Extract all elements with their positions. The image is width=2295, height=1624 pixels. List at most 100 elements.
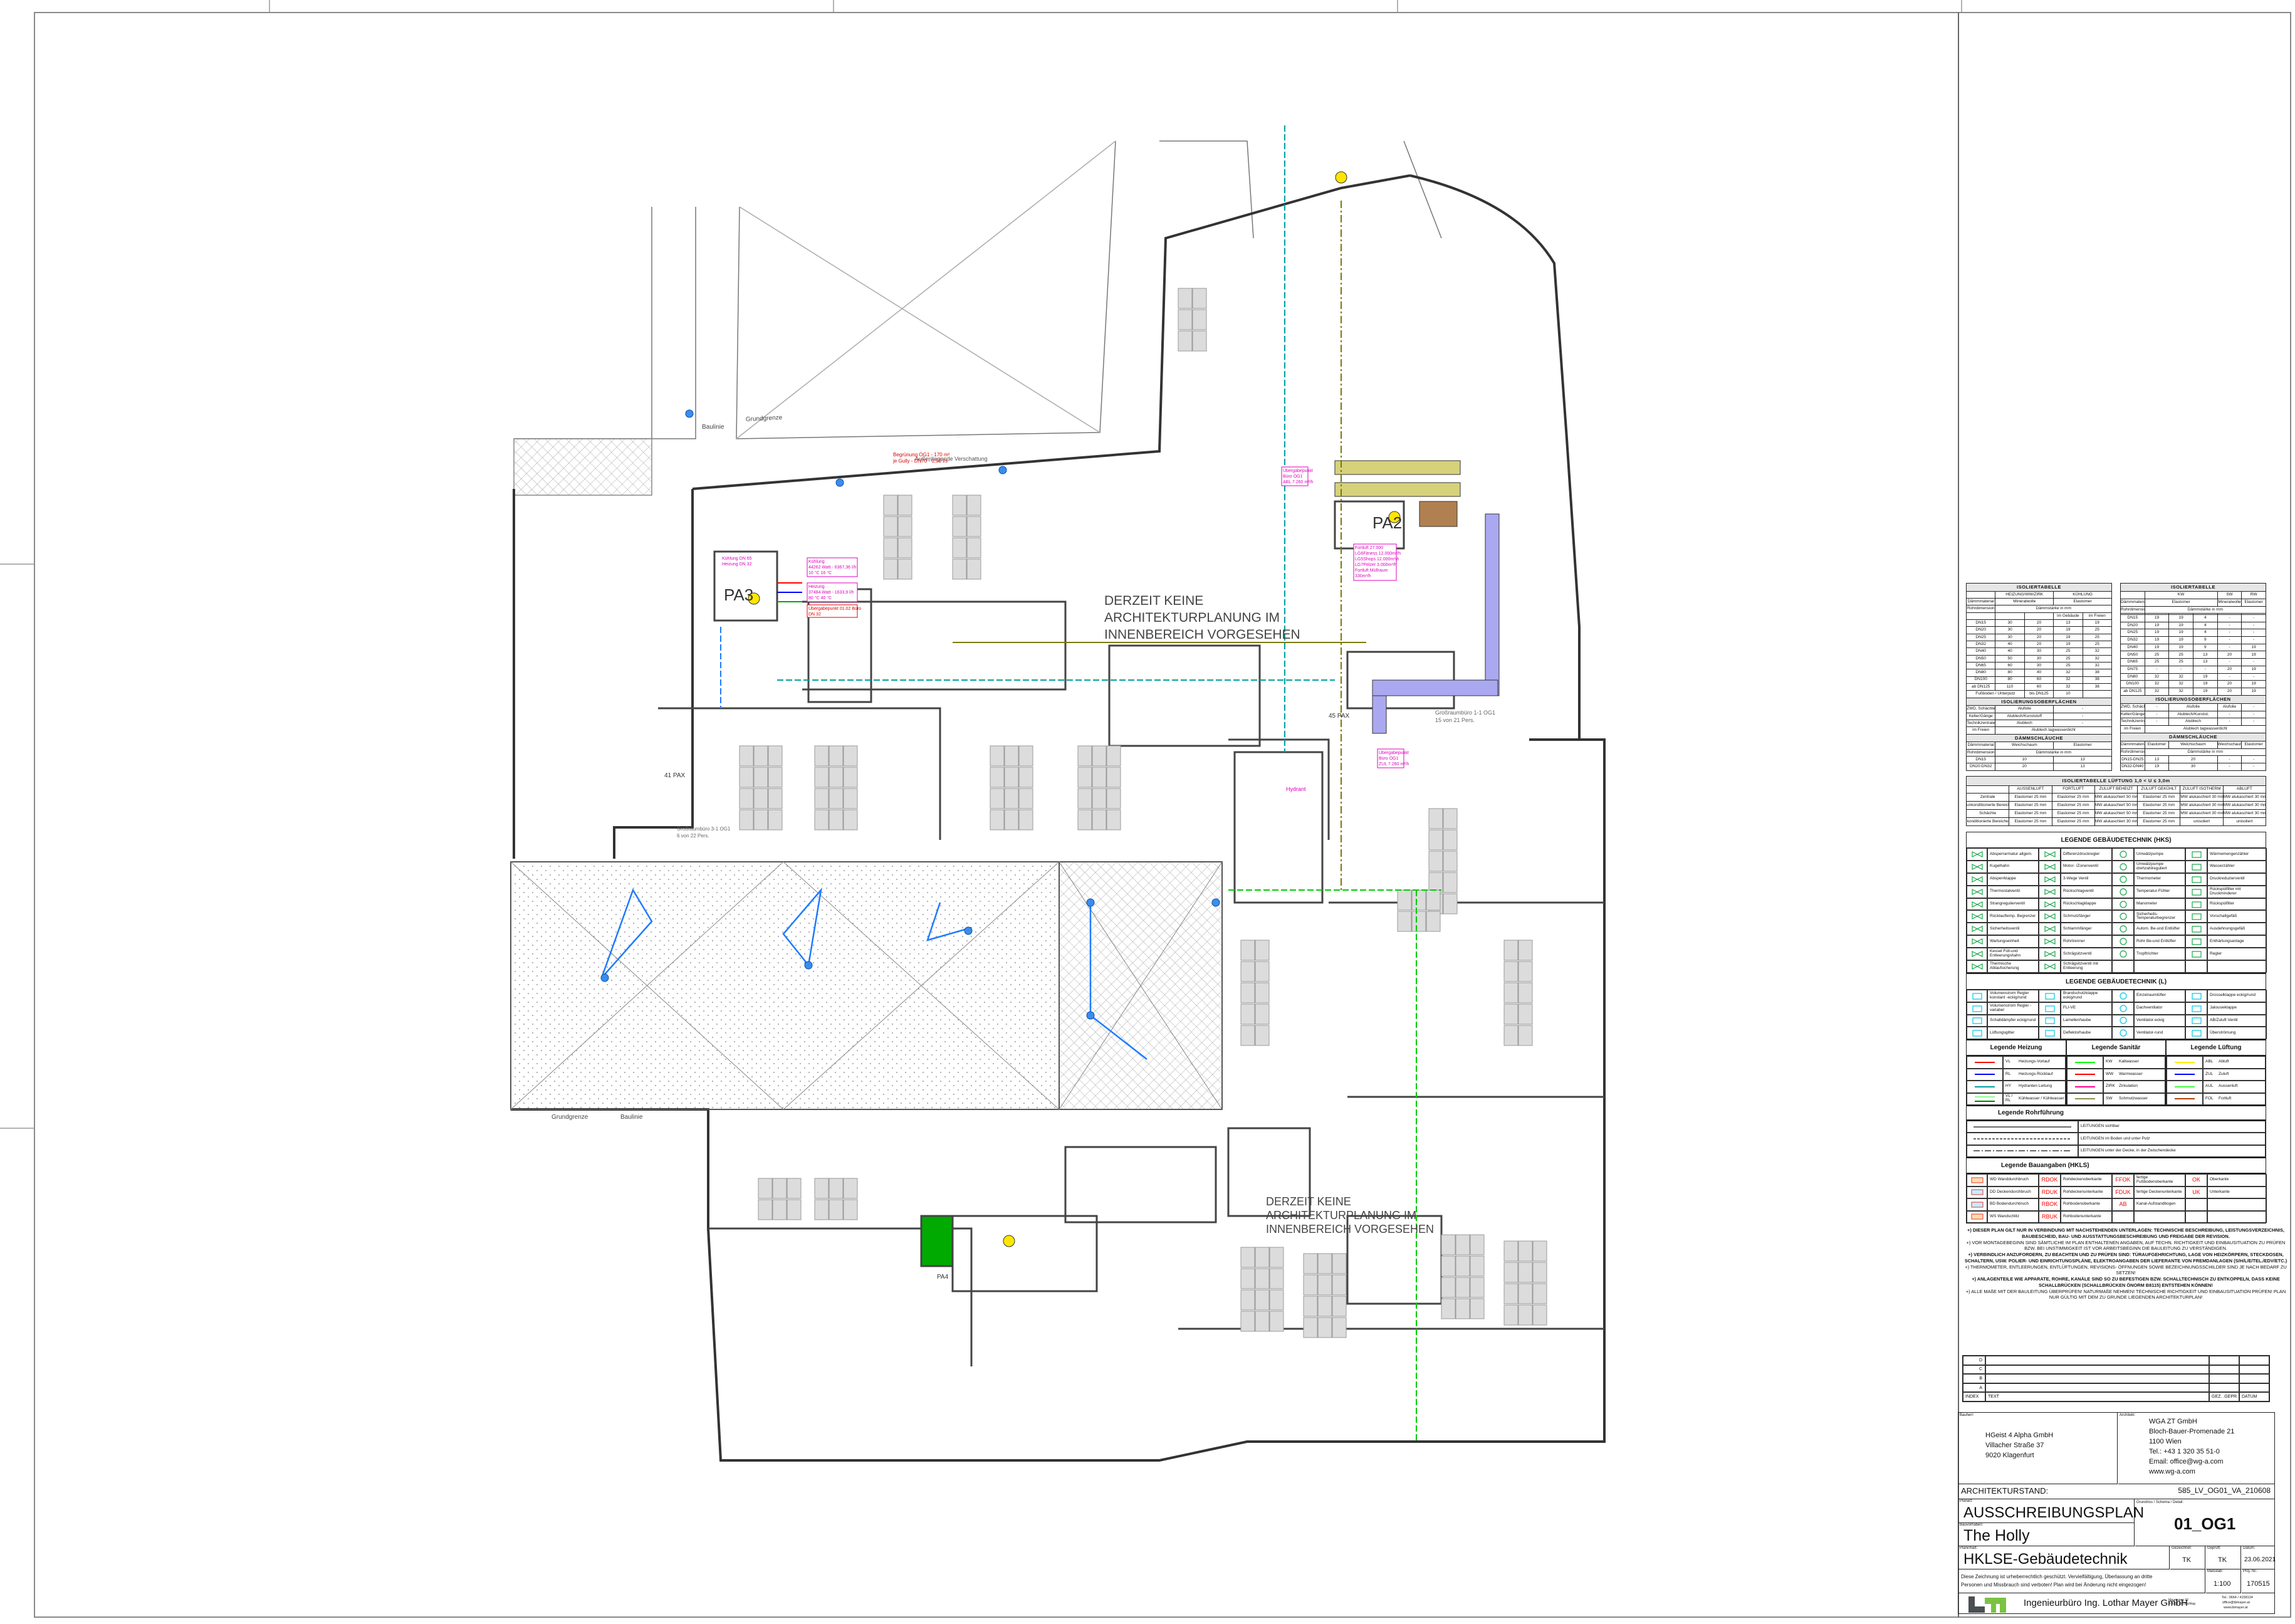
table-row: ISOLIERUNGSOBERFLÄCHEN (2120, 694, 2266, 704)
table-cell: Elastomer (2241, 598, 2266, 607)
table-cell: 19 (2144, 636, 2170, 644)
revision-cell (1985, 1356, 2209, 1365)
build-code (1967, 1198, 1987, 1211)
interior-walls (658, 500, 1604, 1366)
desk (1192, 330, 1207, 352)
table-cell: 20 (2217, 651, 2242, 659)
revision-cell (2239, 1356, 2269, 1365)
build-code: OK (2185, 1174, 2207, 1187)
legend-item-label: Schlammfänger (2061, 923, 2112, 936)
legend-symbol-icon (1967, 990, 1987, 1002)
desk (1411, 889, 1426, 911)
grundgrenze-label: Grundgrenze (746, 414, 783, 423)
desk (1303, 1274, 1318, 1296)
table-cell: 10 (2053, 690, 2083, 698)
desk (829, 1178, 844, 1199)
hydrant-label: Hydrant (1286, 786, 1306, 792)
table-cell: - (2217, 755, 2242, 764)
table-cell: Rohrdimension (1965, 748, 1996, 757)
legend-item-label: Umwälzpumpe drehzahlreguliert (2134, 860, 2185, 873)
desk (1269, 1268, 1284, 1289)
table-cell: - (2241, 621, 2266, 630)
table-cell: DN32 (1965, 641, 1996, 649)
build-code-label (2134, 1210, 2185, 1223)
build-code-label: Rohbodenunterkante (2061, 1210, 2112, 1223)
legend-item-label: AB/Zuluft Ventil (2207, 1014, 2267, 1027)
table-cell: DN100 (2120, 680, 2145, 688)
desk (1428, 829, 1443, 851)
grundgrenze-label-bottom: Grundgrenze (552, 1114, 588, 1121)
desk (1077, 809, 1092, 830)
table-cell: 30 (2024, 647, 2054, 656)
pipe-routing-label: LEITUNGEN unter der Decke, in der Zwisch… (2078, 1145, 2266, 1157)
table-cell: DN50 (2120, 651, 2145, 659)
desk (1106, 788, 1121, 809)
table-cell: 13 (2144, 755, 2170, 764)
line-color-swatch (1967, 1056, 2003, 1069)
desk (1426, 911, 1441, 932)
svg-text:330m³/h: 330m³/h (1355, 574, 1371, 579)
planinhalt-box: Planinhalt: HKLSE-Gebäudetechnik (1958, 1546, 2170, 1569)
desk (1255, 1003, 1270, 1025)
desk (1240, 982, 1255, 1003)
table-cell: DN15-DN25 (2120, 755, 2145, 764)
table-cell: 19 (2168, 643, 2193, 652)
table-cell: ZULUFT GEKÜHLT (2137, 785, 2181, 794)
desk (1317, 1296, 1332, 1317)
legend-item-label (2134, 960, 2185, 973)
table-cell: unisoliert (2180, 817, 2224, 826)
legend-symbol-icon (1967, 872, 1987, 886)
revision-cell (2209, 1383, 2239, 1393)
table-cell: - (2217, 763, 2242, 771)
build-code-label: Rohdeckenoberkante (2061, 1174, 2112, 1187)
table-cell: 25 (2082, 641, 2113, 649)
table-cell: 19 (2053, 633, 2083, 642)
table-cell: - (2241, 614, 2266, 622)
architekt-line-4: Tel.: +43 1 320 35 51-0 (2149, 1448, 2220, 1455)
legend-symbol-icon (2112, 990, 2134, 1002)
architekturstand-row: ARCHITEKTURSTAND: 585_LV_OG01_VA_210608 (1958, 1484, 2274, 1499)
table-cell: Elastomer 25 mm (2051, 817, 2095, 826)
desk (1455, 1255, 1470, 1277)
desk (814, 767, 829, 788)
table-cell: DN15 (2120, 614, 2145, 622)
table-cell: 32 (2082, 661, 2113, 670)
desk (1303, 1296, 1318, 1317)
shaft-label-pa4: PA4 (937, 1274, 949, 1281)
grundriss-box: Grundriss / Schema / Detail: 01_OG1 (2135, 1499, 2274, 1546)
general-note: +) ALLE MAßE MIT DER BAULEITUNG ÜBERPRÜF… (1965, 1288, 2286, 1301)
desk (1518, 940, 1533, 961)
no-planning-note-1-line-2: ARCHITEKTURPLANUNG IM (1104, 610, 1280, 625)
desk (966, 537, 981, 558)
table-row: DÄMMSCHLÄUCHE (1966, 733, 2112, 743)
architekt-box: Architekt: WGA ZT GmbH Bloch-Bauer-Prome… (2118, 1413, 2274, 1484)
line-code: SW (2103, 1092, 2117, 1105)
desk (897, 537, 912, 558)
table-cell: Fußboden / Unterputz (1966, 690, 2025, 698)
company-logo (1968, 1596, 2006, 1613)
table-cell: AUSSENLUFT (2009, 785, 2052, 794)
desk (1503, 940, 1519, 961)
svg-text:Kühlung DN 65: Kühlung DN 65 (722, 557, 752, 561)
table-cell (2082, 690, 2113, 698)
table-cell: DN65 (2120, 658, 2145, 666)
planart-label: Planart: (1960, 1499, 1973, 1503)
desk (1178, 309, 1193, 330)
massstab-box: Maßstab: 1:100 (2206, 1569, 2241, 1593)
legend-symbol-icon (2112, 910, 2134, 923)
bauherr-line-3: 9020 Klagenfurt (1985, 1452, 2034, 1459)
legend-symbol-icon (2185, 848, 2207, 861)
legend-symbol-icon (2039, 885, 2061, 898)
desk (1441, 1234, 1456, 1255)
desk (1240, 1247, 1255, 1268)
desk (1004, 809, 1019, 830)
legend-symbol-icon (2039, 848, 2061, 861)
table-cell: 19 (2241, 643, 2266, 652)
desk (1455, 1298, 1470, 1319)
desk (829, 745, 844, 767)
